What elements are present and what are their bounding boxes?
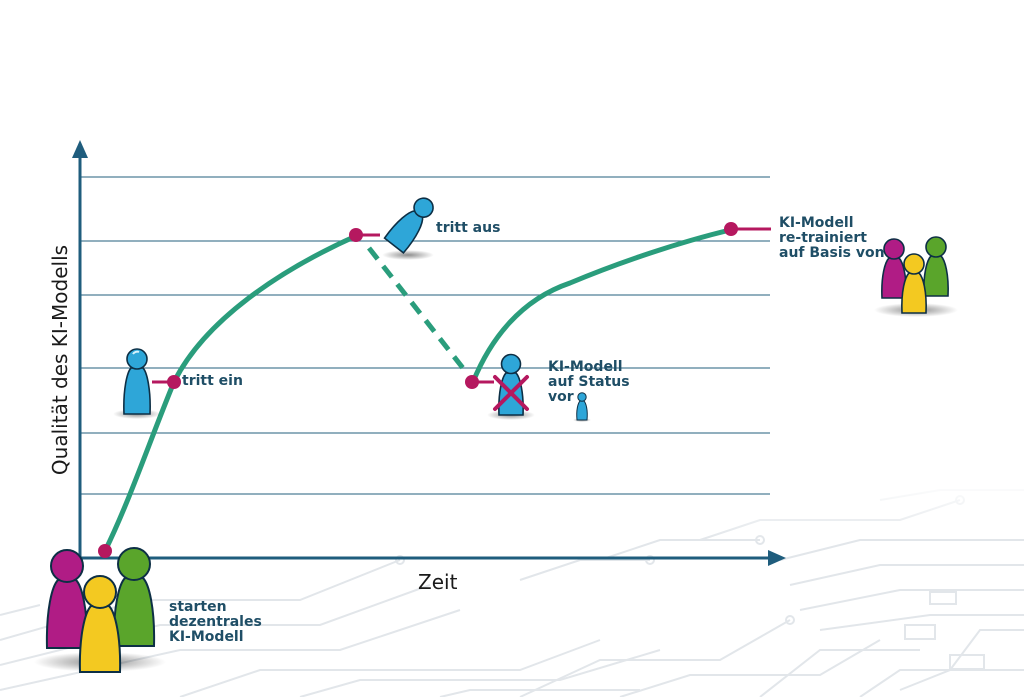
reset-label-line-1: KI-Modell [548,359,623,375]
x-axis-arrow-icon [768,550,786,566]
y-axis-label: Qualität des KI-Modells [48,244,72,476]
marker-reset [465,375,479,389]
gridlines [80,176,770,495]
event-markers [98,222,771,558]
blue-figure-join-icon [113,348,161,419]
quality-curve-retrain [470,227,733,385]
start-label-line-3: KI-Modell [169,629,244,645]
board-fade [0,480,1024,540]
quality-curve-drop [367,246,468,374]
reset-label: KI-Modell auf Status vor [548,360,630,405]
blue-figure-crossed-icon [487,353,535,420]
yellow-figure-icon [78,575,122,673]
cross-icon [493,375,529,411]
green-figure-icon [112,547,156,647]
marker-leave [349,228,363,242]
magenta-figure-icon [881,238,907,299]
magenta-figure-icon [45,549,89,649]
blue-figure-leave-icon [382,197,434,260]
marker-retrain [724,222,738,236]
x-axis [80,550,786,566]
retrain-label: KI-Modell re-trainiert auf Basis von [779,216,885,261]
x-axis-label: Zeit [418,570,458,594]
retrain-group-figures-icon [874,236,958,317]
start-group-figures-icon [34,547,166,673]
retrain-label-line-2: re-trainiert [779,230,867,246]
reset-label-line-2: auf Status [548,374,630,390]
marker-join [167,375,181,389]
marker-start [98,544,112,558]
y-axis [72,140,88,560]
start-label: starten dezentrales KI-Modell [169,600,262,645]
join-label: tritt ein [182,373,243,389]
start-label-line-1: starten [169,599,227,615]
retrain-label-line-1: KI-Modell [779,215,854,231]
green-figure-icon [923,236,949,297]
small-blue-figure-icon [573,392,591,422]
start-label-line-2: dezentrales [169,614,262,630]
leave-label: tritt aus [436,220,501,236]
retrain-label-line-3: auf Basis von [779,245,885,261]
y-axis-arrow-icon [72,140,88,158]
yellow-figure-icon [901,253,927,314]
reset-label-line-3: vor [548,389,574,405]
